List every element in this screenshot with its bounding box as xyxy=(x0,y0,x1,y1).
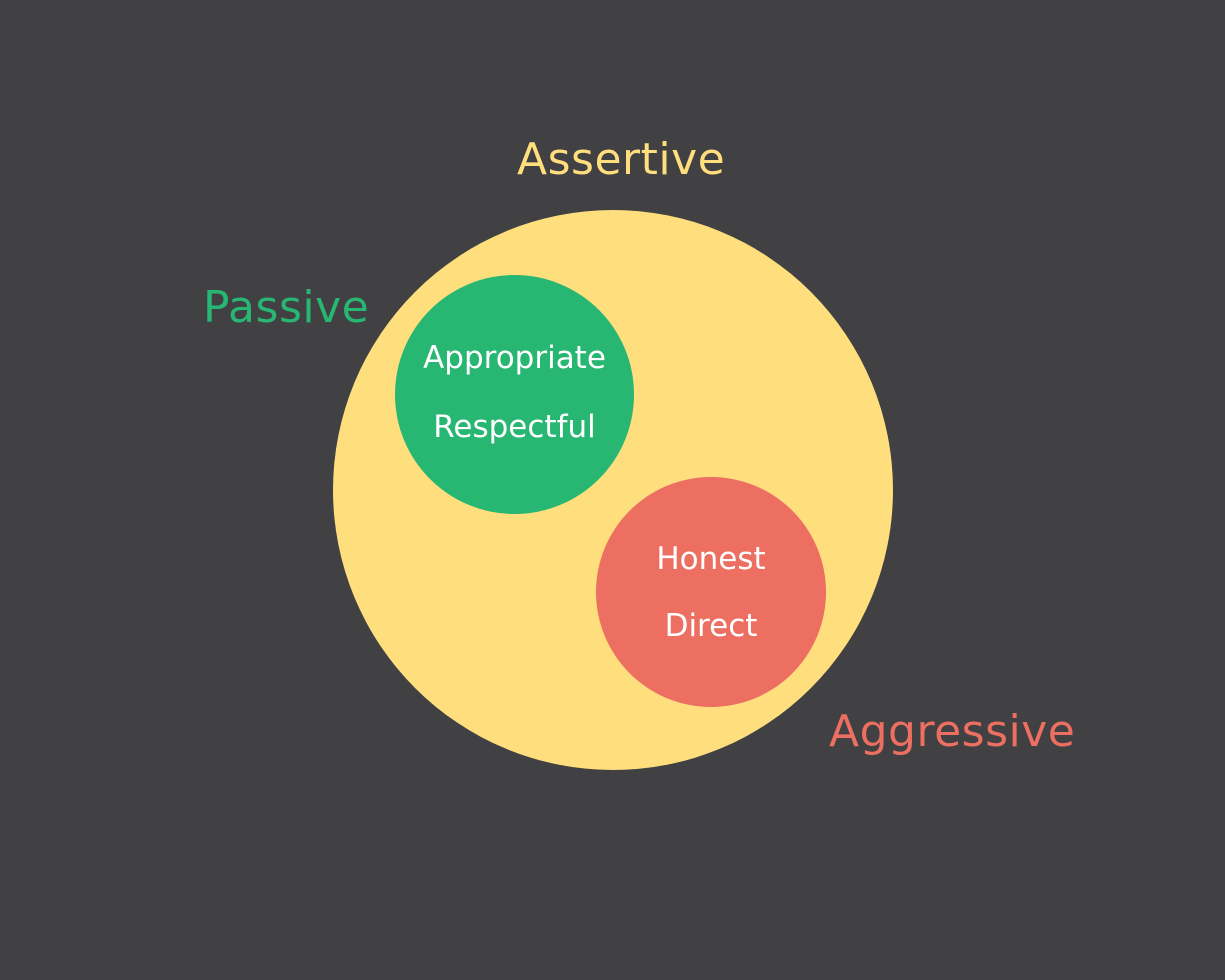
aggressive-circle-line-1: Honest xyxy=(656,541,766,577)
aggressive-circle: Honest Direct xyxy=(596,477,826,707)
passive-circle: Appropriate Respectful xyxy=(395,275,634,514)
passive-circle-line-2: Respectful xyxy=(433,409,596,445)
assertive-label: Assertive xyxy=(517,134,726,185)
assertive-circle xyxy=(333,210,893,770)
aggressive-label: Aggressive xyxy=(829,706,1076,757)
passive-label: Passive xyxy=(203,282,370,333)
passive-circle-line-1: Appropriate xyxy=(423,340,606,376)
aggressive-circle-line-2: Direct xyxy=(664,608,758,644)
